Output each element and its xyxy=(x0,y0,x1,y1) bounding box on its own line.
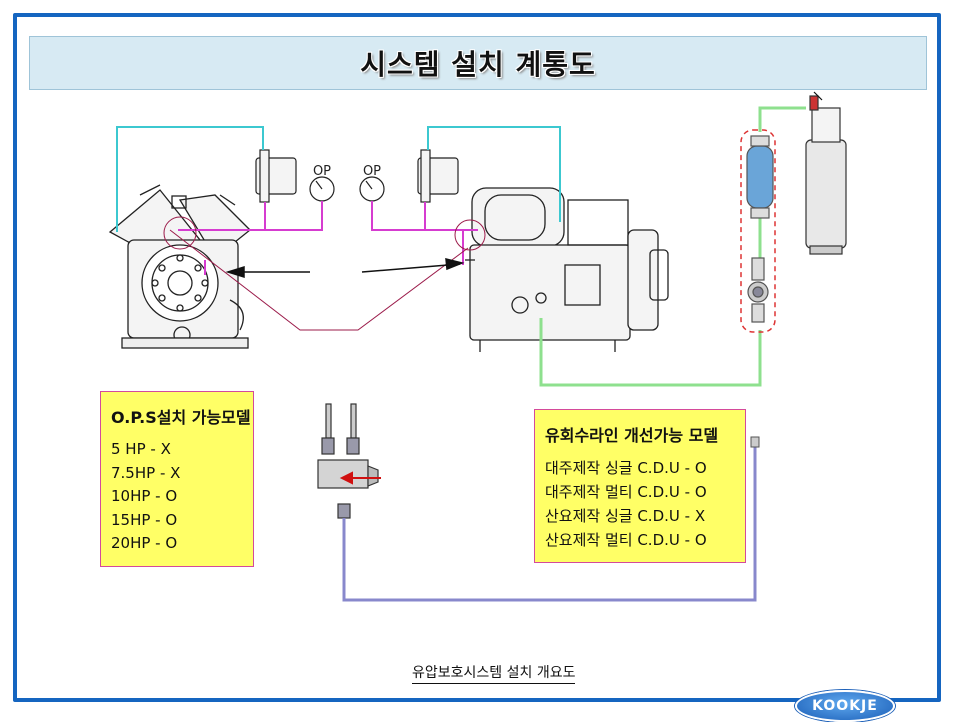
magenta-oil-lines xyxy=(178,201,478,275)
oil-return-model-box: 유회수라인 개선가능 모델 대주제작 싱글 C.D.U - O 대주제작 멀티 … xyxy=(534,409,746,563)
oil-line: 대주제작 멀티 C.D.U - O xyxy=(545,483,707,501)
valve-top xyxy=(809,91,823,111)
ops-model-box: O.P.S설치 가능모델 5 HP - X 7.5HP - X 10HP - O… xyxy=(100,391,254,567)
logo-text: KOOKJE xyxy=(812,698,878,714)
diagram-caption: 유압보호시스템 설치 개요도 xyxy=(412,662,576,684)
page-title: 시스템 설치 계통도 xyxy=(360,48,596,81)
ops-box-title: O.P.S설치 가능모델 xyxy=(111,408,251,427)
green-liquid-line xyxy=(539,106,806,387)
ops-line: 20HP - O xyxy=(111,534,178,552)
pipe-end-fitting xyxy=(750,436,760,448)
oil-pressure-gauge-right xyxy=(359,176,385,202)
filter-drier xyxy=(746,135,774,219)
left-compressor xyxy=(108,184,251,349)
pressure-switch-left xyxy=(255,149,297,203)
arrows xyxy=(225,258,465,279)
ops-valve xyxy=(317,403,379,519)
title-bar: 시스템 설치 계통도 xyxy=(29,36,927,90)
oil-line: 산요제작 싱글 C.D.U - X xyxy=(545,507,706,525)
ops-line: 10HP - O xyxy=(111,487,178,505)
slide-frame xyxy=(13,13,941,702)
ops-line: 7.5HP - X xyxy=(111,463,181,482)
red-arrow xyxy=(339,471,381,485)
oil-line: 대주제작 싱글 C.D.U - O xyxy=(545,459,707,477)
oil-line: 산요제작 멀티 C.D.U - O xyxy=(545,531,707,549)
receiver-tank xyxy=(805,107,847,255)
sight-glass xyxy=(747,257,769,323)
right-compressor xyxy=(465,187,669,352)
blue-oil-return-pipe xyxy=(342,447,757,602)
pressure-switch-right xyxy=(417,149,459,203)
ops-line: 15HP - O xyxy=(111,510,178,529)
connector-lines xyxy=(163,216,486,331)
highlight-ring xyxy=(740,129,776,333)
cyan-control-lines xyxy=(116,126,561,232)
ops-line: 5 HP - X xyxy=(111,440,171,458)
oil-pressure-gauge-left xyxy=(309,176,335,202)
oil-box-title: 유회수라인 개선가능 모델 xyxy=(545,426,719,445)
gauge-label-left: OP xyxy=(313,164,331,179)
gauge-label-right: OP xyxy=(363,164,381,179)
kookje-logo: KOOKJE xyxy=(795,690,895,722)
